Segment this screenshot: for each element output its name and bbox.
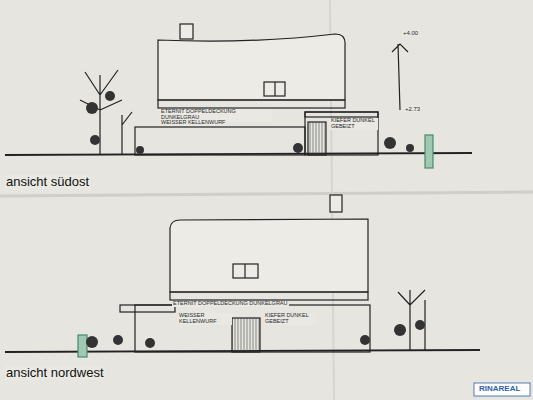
watermark: RINAREAL: [478, 385, 521, 393]
elevation-northwest: [5, 195, 480, 357]
view-title: ansicht südost: [5, 175, 90, 189]
material-note: WEISSER KELLENWURF: [178, 313, 232, 325]
view-title: ansicht nordwest: [5, 366, 105, 380]
material-note: KIEFER DUNKEL GEBEIZT: [330, 118, 378, 130]
watermark-box: [474, 383, 530, 396]
material-note: KIEFER DUNKEL GEBEIZT: [264, 313, 316, 325]
paper-fold: [0, 192, 533, 196]
level-mark: +4.00: [402, 30, 419, 36]
material-note: WEISSER KELLENWURF: [160, 120, 226, 126]
elevation-southeast: [5, 24, 472, 168]
material-note: ETERNIT DOPPELDECKUNG DUNKELGRAU: [160, 109, 272, 121]
level-mark: +2.73: [404, 106, 421, 112]
material-note: ETERNIT DOPPELDECKUNG DUNKELGRAU: [172, 301, 289, 307]
